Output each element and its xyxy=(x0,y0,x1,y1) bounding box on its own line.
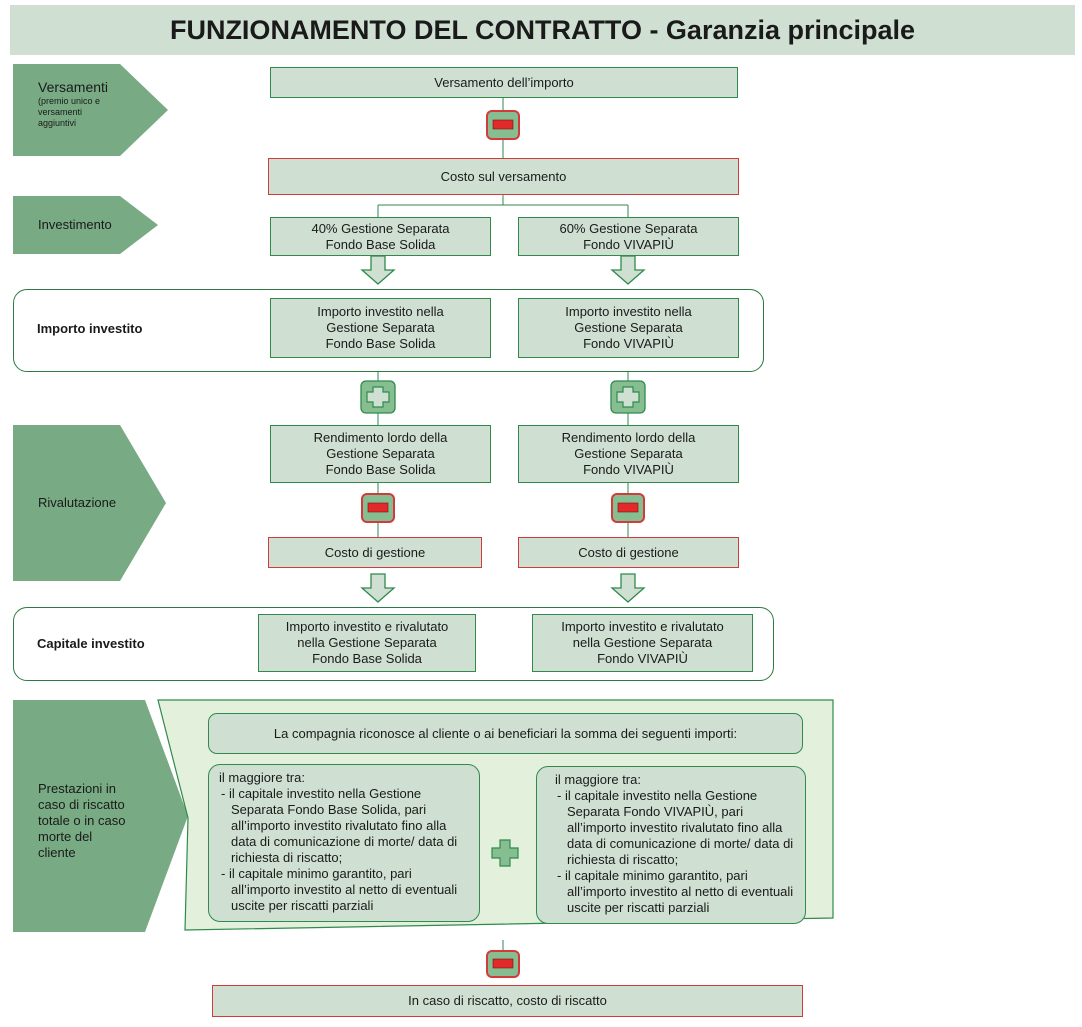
box-line: Importo investito nella xyxy=(317,304,444,319)
lane-label-capitale-investito: Capitale investito xyxy=(37,636,145,651)
panel-list: - il capitale investito nella Gestione S… xyxy=(555,788,797,916)
step-arrow-prestazioni xyxy=(13,700,188,932)
box-line: nella Gestione Separata xyxy=(297,635,437,650)
lane-label-importo-investito: Importo investito xyxy=(37,321,143,336)
allocation-left-box: 40% Gestione Separata Fondo Base Solida xyxy=(270,217,491,256)
plus-icon xyxy=(610,380,646,414)
list-item: - il capitale minimo garantito, pari all… xyxy=(557,868,794,915)
step-label-prestazioni: Prestazioni in caso di riscatto totale o… xyxy=(38,781,126,860)
prestazioni-header-box: La compagnia riconosce al cliente o ai b… xyxy=(208,713,803,754)
capitale-investito-right-box: Importo investito e rivalutato nella Ges… xyxy=(532,614,753,672)
importo-investito-left-box: Importo investito nella Gestione Separat… xyxy=(270,298,491,358)
costo-gestione-left-box: Costo di gestione xyxy=(268,537,482,568)
step-arrow-versamenti xyxy=(13,64,168,156)
plus-icon xyxy=(491,839,519,867)
down-arrow-left-2 xyxy=(360,573,396,603)
costo-versamento-box: Costo sul versamento xyxy=(268,158,739,195)
minus-icon xyxy=(486,110,520,140)
allocation-right-box: 60% Gestione Separata Fondo VIVAPIÙ xyxy=(518,217,739,256)
rendimento-right-box: Rendimento lordo della Gestione Separata… xyxy=(518,425,739,483)
box-line: Fondo VIVAPIÙ xyxy=(597,651,688,666)
plus-icon xyxy=(360,380,396,414)
list-item: - il capitale investito nella Gestione S… xyxy=(221,786,458,865)
box-line: Gestione Separata xyxy=(574,446,683,461)
box-line: Fondo Base Solida xyxy=(325,462,436,477)
box-line: Importo investito e rivalutato xyxy=(561,619,724,634)
step-note: (premio unico e versamenti aggiuntivi xyxy=(38,96,101,128)
prestazioni-left-panel: il maggiore tra: - il capitale investito… xyxy=(208,764,480,922)
panel-head: il maggiore tra: xyxy=(555,772,641,787)
box-line: nella Gestione Separata xyxy=(572,635,713,650)
box-line: Rendimento lordo della xyxy=(561,430,696,445)
panel-list: - il capitale investito nella Gestione S… xyxy=(219,786,471,914)
box-line: Fondo VIVAPIÙ xyxy=(583,336,674,351)
step-label-versamenti: Versamenti (premio unico e versamenti ag… xyxy=(38,79,118,129)
box-line: Gestione Separata xyxy=(326,320,435,335)
box-line: 60% Gestione Separata xyxy=(559,220,698,236)
panel-head: il maggiore tra: xyxy=(219,770,305,785)
down-arrow-right-2 xyxy=(610,573,646,603)
box-line: Fondo Base Solida xyxy=(325,336,436,351)
box-line: 40% Gestione Separata xyxy=(311,220,450,236)
box-line: Fondo Base Solida xyxy=(325,236,436,252)
box-line: Fondo Base Solida xyxy=(312,651,422,666)
costo-gestione-right-box: Costo di gestione xyxy=(518,537,739,568)
page-title: FUNZIONAMENTO DEL CONTRATTO - Garanzia p… xyxy=(10,5,1075,55)
box-line: Rendimento lordo della xyxy=(313,430,448,445)
importo-investito-right-box: Importo investito nella Gestione Separat… xyxy=(518,298,739,358)
box-line: Fondo VIVAPIÙ xyxy=(583,236,674,252)
step-label-investimento: Investimento xyxy=(38,217,112,232)
box-line: Fondo VIVAPIÙ xyxy=(583,462,674,477)
list-item: - il capitale investito nella Gestione S… xyxy=(557,788,794,867)
costo-riscatto-box: In caso di riscatto, costo di riscatto xyxy=(212,985,803,1017)
minus-icon xyxy=(361,493,395,523)
step-label-rivalutazione: Rivalutazione xyxy=(38,495,117,510)
step-title: Versamenti xyxy=(38,79,109,95)
box-line: Importo investito e rivalutato xyxy=(285,619,449,634)
down-arrow-right-1 xyxy=(610,255,646,285)
capitale-investito-left-box: Importo investito e rivalutato nella Ges… xyxy=(258,614,476,672)
box-line: Importo investito nella xyxy=(565,304,692,319)
prestazioni-right-panel: il maggiore tra: - il capitale investito… xyxy=(536,766,806,924)
rendimento-left-box: Rendimento lordo della Gestione Separata… xyxy=(270,425,491,483)
box-line: Gestione Separata xyxy=(574,320,683,335)
box-line: Gestione Separata xyxy=(326,446,435,461)
step-arrow-investimento xyxy=(13,196,158,254)
minus-icon xyxy=(611,493,645,523)
down-arrow-left-1 xyxy=(360,255,396,285)
minus-icon xyxy=(486,950,520,978)
list-item: - il capitale minimo garantito, pari all… xyxy=(221,866,458,913)
step-arrow-rivalutazione xyxy=(13,425,166,581)
versamento-box: Versamento dell’importo xyxy=(270,67,738,98)
